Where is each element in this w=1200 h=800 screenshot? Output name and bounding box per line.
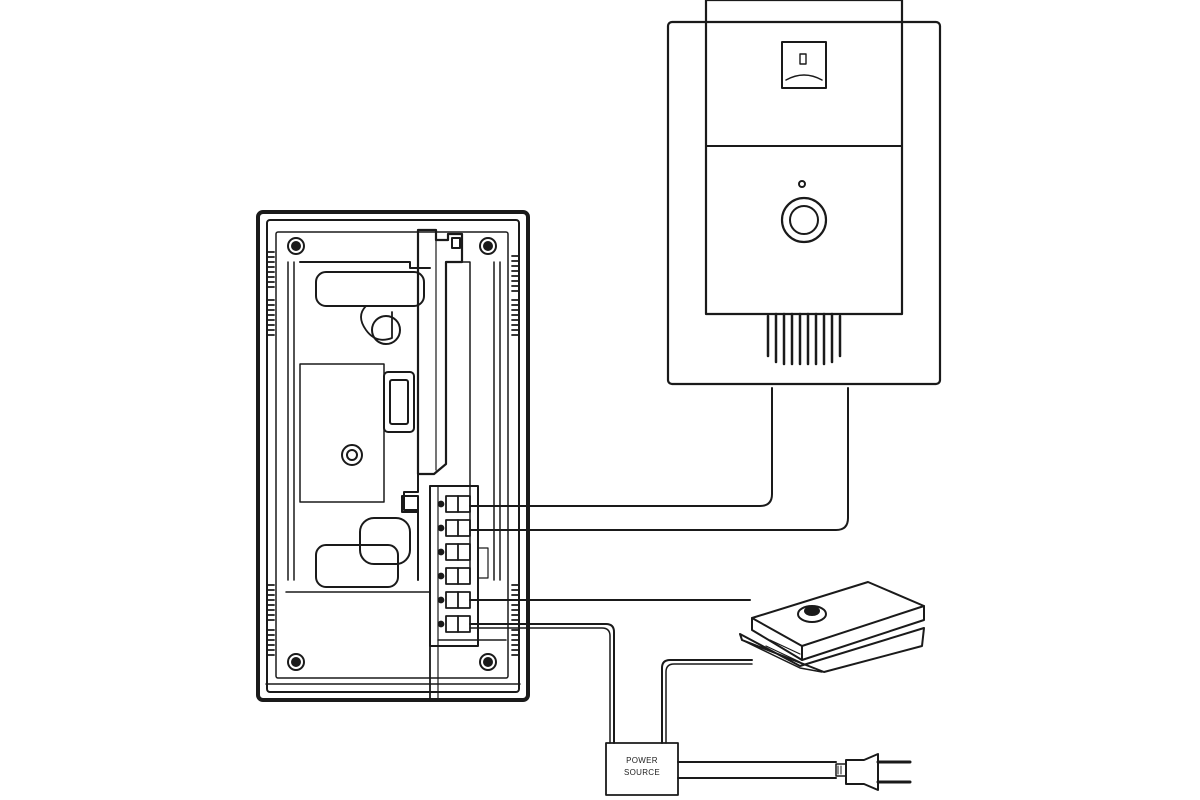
wire-door-1: [469, 387, 773, 507]
left-grip-serrations: [267, 251, 275, 656]
upper-slot: [315, 271, 425, 307]
chime-button-icon: [797, 605, 827, 623]
call-button-icon: [780, 196, 828, 244]
plug-icon: [835, 753, 912, 791]
center-plate: [299, 363, 385, 503]
door-station-backplate: [666, 20, 942, 386]
right-grip-serrations: [511, 255, 519, 656]
monitor-housing-inner: [266, 219, 520, 693]
power-source-label-line1: POWER: [626, 756, 658, 765]
outdoor-door-station: [666, 0, 942, 386]
center-screw-icon: [341, 444, 363, 466]
lower-slot: [315, 544, 399, 588]
corner-screw-icon: [287, 237, 497, 671]
mounting-bracket: [416, 228, 464, 476]
wire-power-2: [661, 659, 753, 744]
camera-window-icon: [781, 41, 827, 89]
indicator-led-icon: [798, 180, 806, 188]
door-chime-unit: [739, 581, 925, 673]
power-source-box: [605, 742, 679, 796]
wire-door-2: [469, 387, 849, 531]
wire-power-1: [469, 623, 615, 744]
wiring-lines: [469, 387, 849, 779]
indoor-monitor-unit: [256, 210, 530, 702]
monitor-housing-outer: [256, 210, 530, 702]
terminal-block: [429, 485, 489, 701]
power-source-label-line2: SOURCE: [624, 768, 660, 777]
door-station-body: [704, 0, 904, 316]
speaker-grille: [766, 312, 842, 366]
